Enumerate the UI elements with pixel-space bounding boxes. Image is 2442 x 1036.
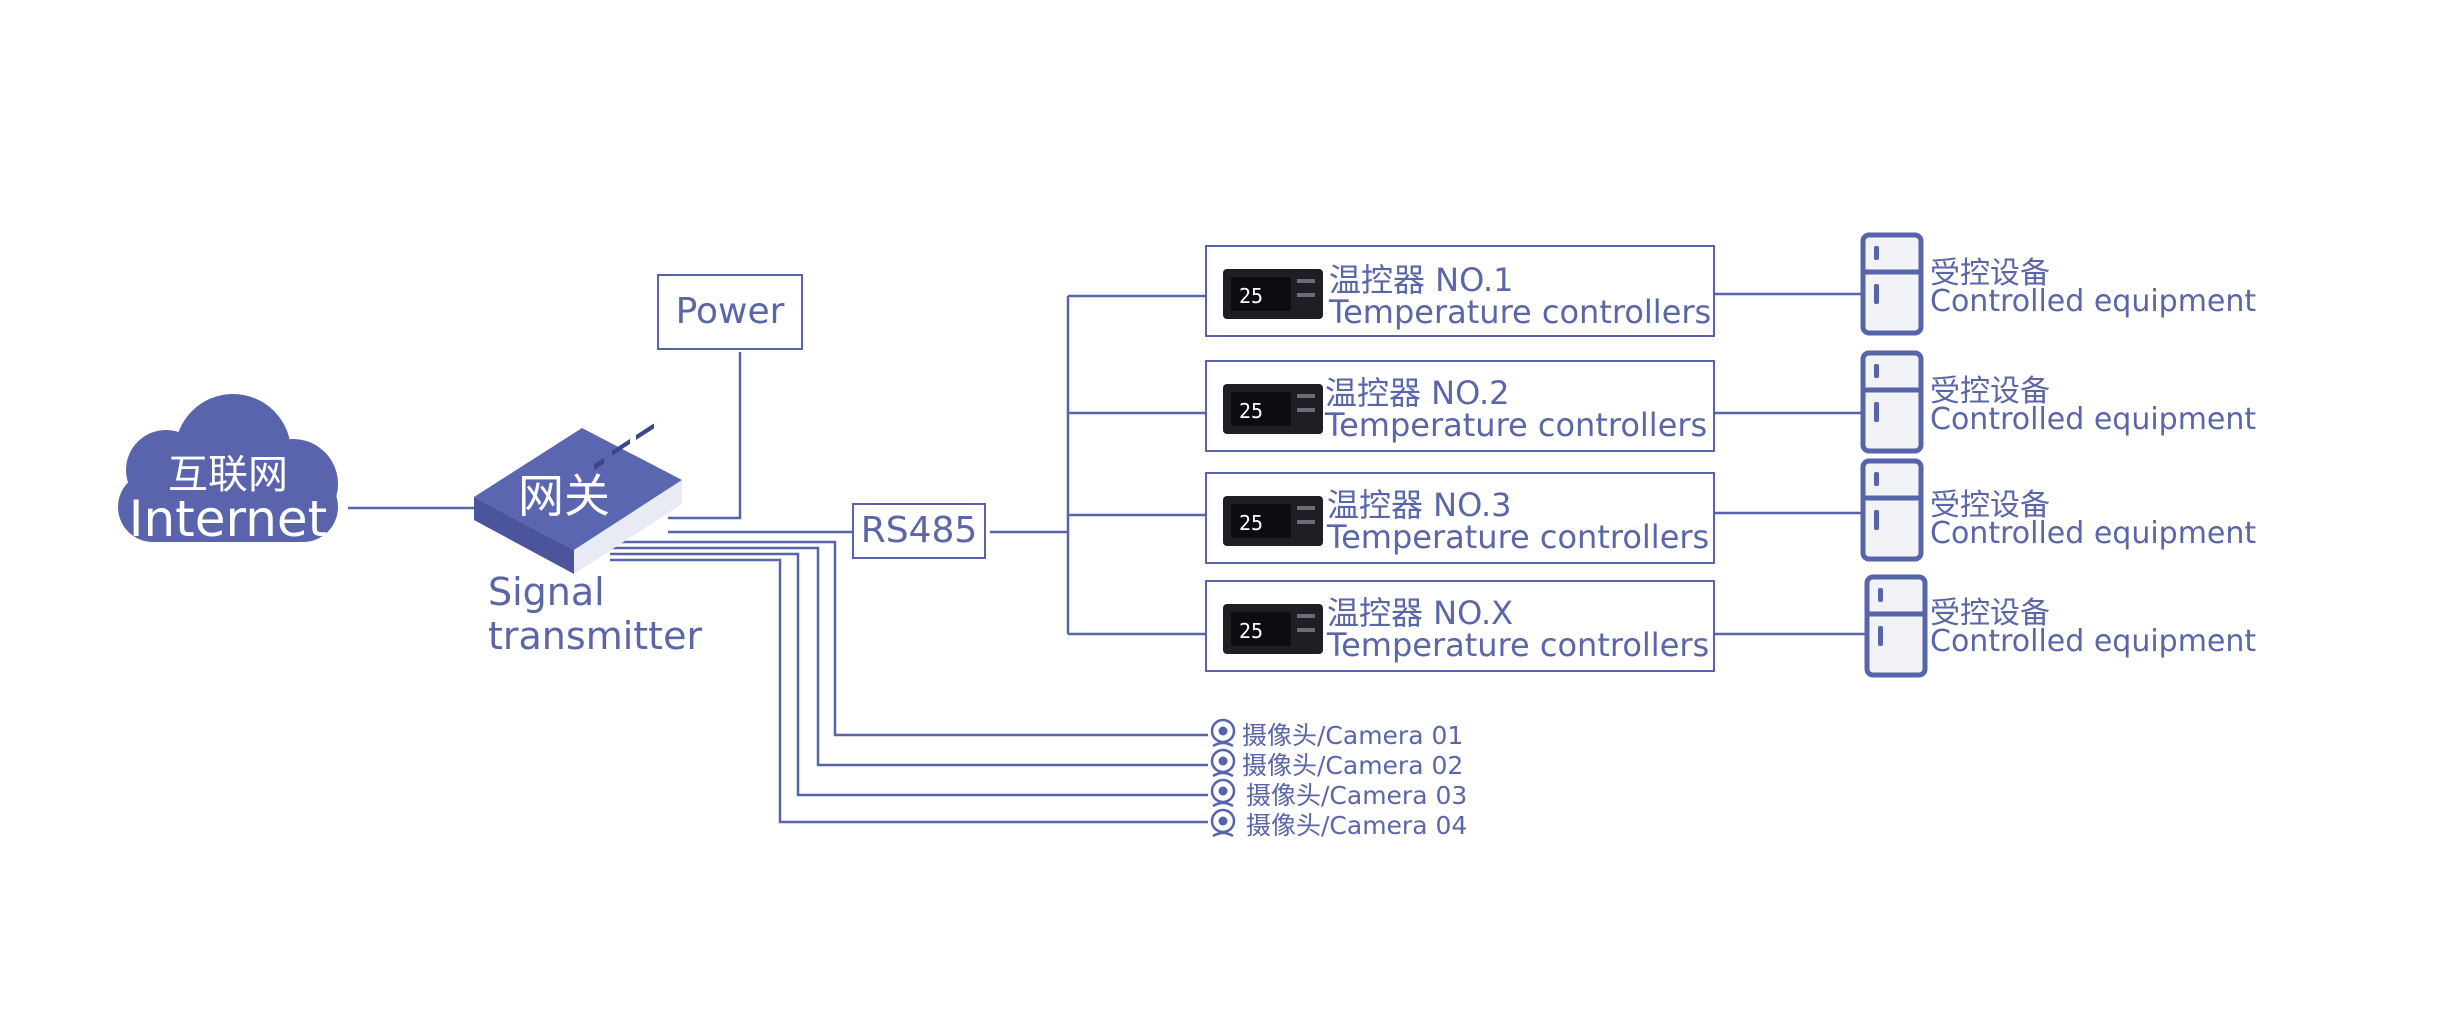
thermostat-icon: 25 [1223,269,1323,319]
camera-label: 摄像头/Camera 01 [1242,721,1464,750]
thermostat-icon: 25 [1223,384,1323,434]
webcam-icon [1210,718,1236,748]
internet-label-cn: 互联网 [168,452,288,498]
controller-label-en: Temperature controllers [1329,293,1712,331]
controller-label-cn: 温控器 NO.2 [1325,374,1510,412]
camera-label: 摄像头/Camera 03 [1246,781,1468,810]
equipment-label-en: Controlled equipment [1930,624,2257,659]
controller-label-en: Temperature controllers [1327,626,1710,664]
controller-label-en: Temperature controllers [1327,518,1710,556]
gateway-caption-line1: Signal [488,570,605,614]
camera-label: 摄像头/Camera 02 [1242,751,1464,780]
controller-label-cn: 温控器 NO.3 [1327,486,1512,524]
equipment-label-cn: 受控设备 [1930,596,2050,631]
equipment-label-en: Controlled equipment [1930,284,2257,319]
cloud-icon [118,394,338,542]
equipment-label-en: Controlled equipment [1930,402,2257,437]
webcam-icon [1210,808,1236,838]
thermostat-display: 25 [1239,284,1263,308]
gateway-device-icon [474,422,682,574]
thermostat-display: 25 [1239,619,1263,643]
fridge-icon [1864,574,1928,678]
gateway-caption-line2: transmitter [488,614,703,658]
camera-line-3 [610,552,1208,797]
webcam-icon [1210,778,1236,808]
controller-box-1: 25 温控器 NO.1 Temperature controllers [1205,245,1715,337]
gateway-label-cn: 网关 [518,469,610,523]
thermostat-icon: 25 [1223,604,1323,654]
power-box: Power [657,274,803,350]
fridge-icon [1860,350,1924,454]
power-line [668,352,742,520]
camera-line-4 [610,558,1208,824]
controller-box-4: 25 温控器 NO.X Temperature controllers [1205,580,1715,672]
thermostat-icon: 25 [1223,496,1323,546]
thermostat-display: 25 [1239,399,1263,423]
controller-label-en: Temperature controllers [1325,406,1708,444]
controller-box-2: 25 温控器 NO.2 Temperature controllers [1205,360,1715,452]
fridge-icon [1860,458,1924,562]
power-label: Power [675,291,785,332]
equipment-label-en: Controlled equipment [1930,516,2257,551]
controller-label-cn: 温控器 NO.X [1327,594,1514,632]
camera-label: 摄像头/Camera 04 [1246,811,1468,840]
equipment-label-cn: 受控设备 [1930,256,2050,291]
camera-line-1 [610,540,1208,737]
equipment-label-cn: 受控设备 [1930,374,2050,409]
equipment-label-cn: 受控设备 [1930,488,2050,523]
internet-label-en: Internet [128,490,328,548]
rs485-label: RS485 [860,510,978,551]
camera-line-2 [610,546,1208,767]
webcam-icon [1210,748,1236,778]
fridge-icon [1860,232,1924,336]
controller-box-3: 25 温控器 NO.3 Temperature controllers [1205,472,1715,564]
thermostat-display: 25 [1239,511,1263,535]
controller-label-cn: 温控器 NO.1 [1329,261,1514,299]
rs485-box: RS485 [852,503,986,559]
